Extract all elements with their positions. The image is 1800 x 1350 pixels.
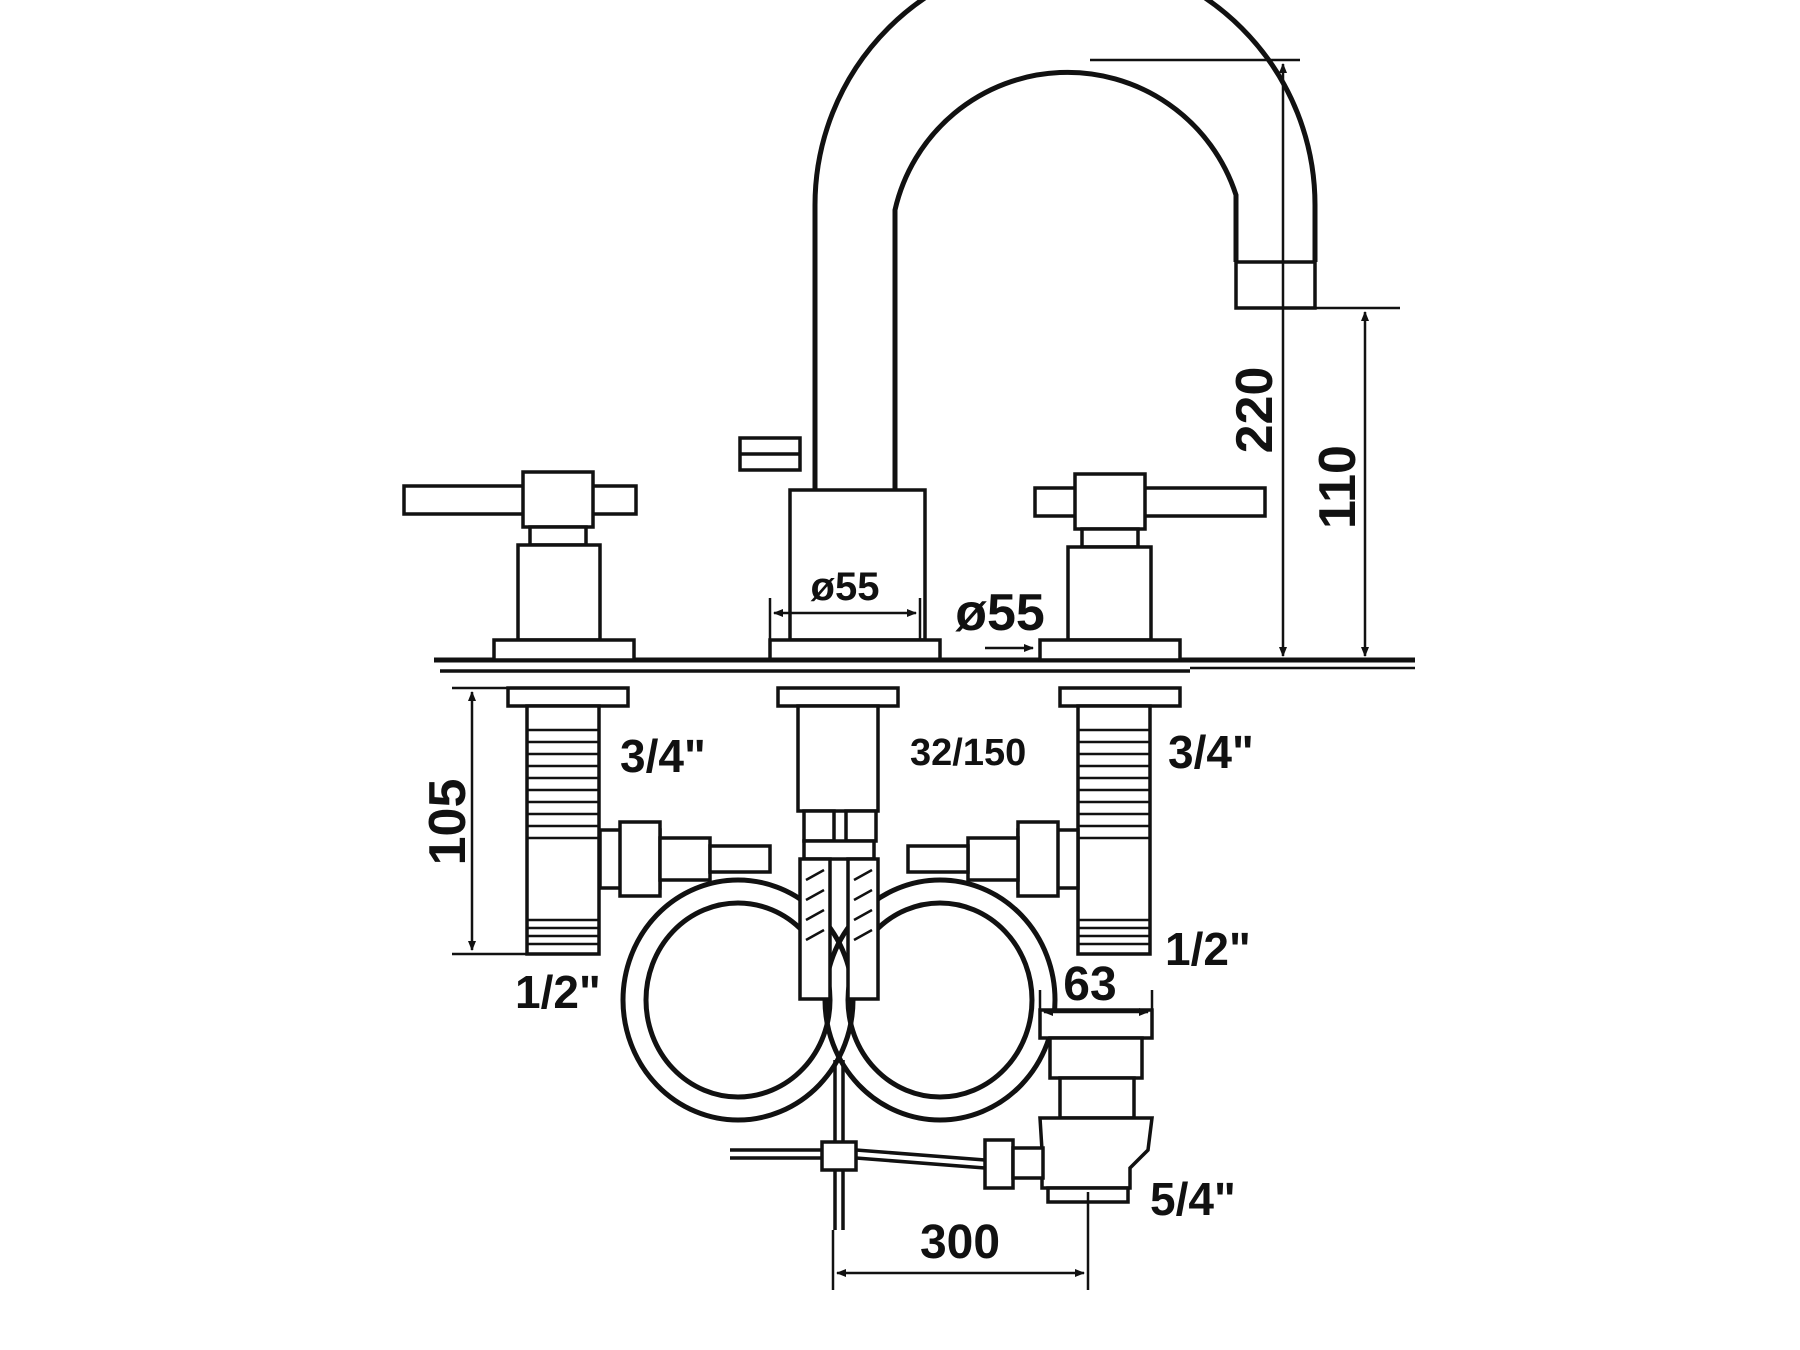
- left-handle-valve: [402, 470, 638, 662]
- dimension-lines: [452, 58, 1400, 1290]
- left-valve-upper-thread-label: 3/4": [620, 730, 706, 782]
- dimension-labels: 220 110 105 ø55 ø55 32/150 63 300: [419, 367, 1367, 1269]
- flexible-hoses: [598, 820, 1080, 1123]
- spout-shank: [776, 686, 900, 861]
- left-valve-tailpiece: [506, 686, 630, 956]
- pop-up-rod-length-label: 300: [920, 1216, 1000, 1269]
- gooseneck-spout: [738, 0, 1318, 662]
- pop-up-rod: [730, 1060, 1045, 1230]
- spout-shank-label: 32/150: [910, 732, 1026, 774]
- spout-base-diameter-label: ø55: [811, 565, 880, 609]
- spout-outlet-height-label: 110: [1309, 445, 1367, 529]
- handle-base-diameter-label: ø55: [955, 584, 1045, 642]
- pop-up-drain: [1038, 1008, 1154, 1204]
- right-valve-upper-thread-label: 3/4": [1168, 726, 1254, 778]
- tailpiece-length-label: 105: [419, 779, 477, 866]
- drain-outlet-thread-label: 5/4": [1150, 1173, 1236, 1225]
- drain-width-label: 63: [1063, 958, 1116, 1011]
- right-handle-valve: [1033, 472, 1267, 662]
- right-valve-lower-thread-label: 1/2": [1165, 923, 1251, 975]
- right-valve-tailpiece: [1058, 686, 1182, 956]
- left-valve-lower-thread-label: 1/2": [515, 966, 601, 1018]
- thread-labels: 3/4" 3/4" 1/2" 1/2" 5/4": [515, 726, 1254, 1225]
- spout-height-label: 220: [1226, 367, 1284, 454]
